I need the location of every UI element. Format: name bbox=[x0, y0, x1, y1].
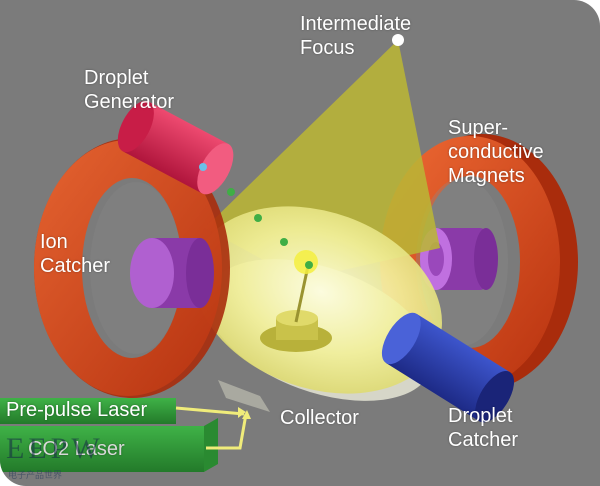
label-collector: Collector bbox=[280, 407, 359, 429]
droplet-catcher-unit bbox=[381, 312, 515, 423]
collector-dish bbox=[194, 206, 442, 401]
label-co2-laser: CO2 Laser bbox=[28, 438, 125, 460]
laser-blocks bbox=[0, 398, 218, 472]
intermediate-focus-point bbox=[392, 34, 404, 46]
droplet-generator-unit bbox=[117, 100, 234, 195]
collector-bracket bbox=[218, 380, 270, 412]
watermark-subtext: 电子产品世界 bbox=[8, 471, 63, 481]
label-intermediate-focus: Intermediate Focus bbox=[300, 13, 412, 59]
right-ion-catcher bbox=[420, 228, 498, 290]
label-droplet-generator: Droplet Generator bbox=[84, 67, 175, 113]
label-droplet-catcher: Droplet Catcher bbox=[448, 405, 519, 451]
left-ion-catcher bbox=[130, 238, 214, 308]
label-prepulse-laser: Pre-pulse Laser bbox=[6, 399, 148, 421]
watermark-logo: EEPW bbox=[6, 432, 104, 465]
label-superconductive-magnets: Super- conductive Magnets bbox=[448, 117, 544, 187]
laser-beams bbox=[175, 406, 251, 450]
label-ion-catcher: Ion Catcher bbox=[40, 231, 111, 277]
